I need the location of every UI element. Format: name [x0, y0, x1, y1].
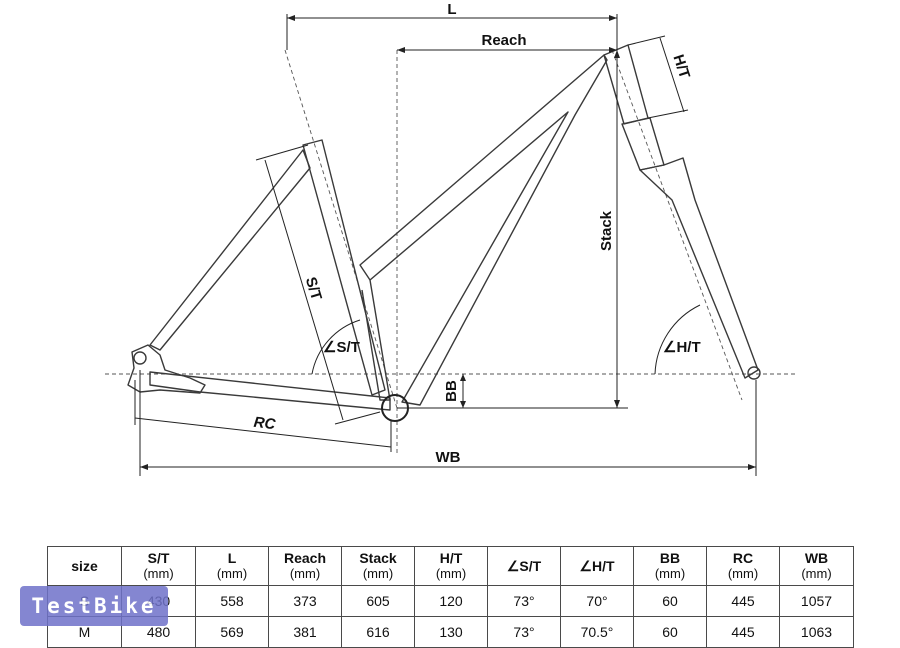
- cell-ht: 120: [414, 585, 488, 617]
- col-header-reach: Reach(mm): [268, 546, 342, 586]
- st-angle-label: ∠S/T: [323, 339, 360, 356]
- reach-arrow-left: [397, 47, 405, 53]
- cell-reach: 373: [268, 585, 342, 617]
- col-header-bb: BB(mm): [633, 546, 707, 586]
- stack-arrow-bottom: [614, 400, 620, 408]
- head-tube-extension: [611, 49, 743, 401]
- col-header-st-angle: ∠S/T: [487, 546, 561, 586]
- frame-geometry-diagram: L Reach Stack H/T S/T ∠S/T ∠H/T BB RC WB: [105, 1, 795, 476]
- rc-label: RC: [253, 414, 278, 433]
- bb-label: BB: [443, 380, 460, 402]
- st-angle-arc: [311, 319, 361, 375]
- geometry-table: size S/T(mm) L(mm) Reach(mm) Stack(mm) H…: [47, 546, 854, 648]
- st-label: S/T: [302, 275, 325, 302]
- wb-label: WB: [436, 449, 461, 466]
- reach-label: Reach: [481, 32, 526, 49]
- col-header-size: size: [47, 546, 122, 586]
- ht-angle-arc: [654, 304, 701, 375]
- rear-dropout: [127, 344, 206, 394]
- col-header-st: S/T(mm): [121, 546, 196, 586]
- reach-arrow-right: [609, 47, 617, 53]
- rear-axle: [133, 351, 147, 365]
- bb-arrow-bottom: [460, 401, 466, 408]
- cell-wb: 1057: [779, 585, 854, 617]
- front-axle: [747, 366, 761, 380]
- st-dimension-line: [264, 159, 344, 421]
- table-header-row: size S/T(mm) L(mm) Reach(mm) Stack(mm) H…: [47, 546, 854, 586]
- ht-tick-bottom: [647, 109, 689, 119]
- ht-label: H/T: [669, 52, 693, 80]
- cell-ht-angle: 70°: [560, 585, 634, 617]
- cell-st-angle: 73°: [487, 585, 561, 617]
- l-arrow-left: [287, 15, 295, 21]
- bb-arrow-top: [460, 374, 466, 381]
- seat-stay: [149, 149, 311, 351]
- testbike-watermark: TestBike: [20, 586, 168, 626]
- cell-l: 569: [195, 616, 269, 648]
- cell-rc: 445: [706, 616, 780, 648]
- l-arrow-right: [609, 15, 617, 21]
- col-header-ht-angle: ∠H/T: [560, 546, 634, 586]
- table-row: M 480 569 381 616 130 73° 70.5° 60 445 1…: [47, 616, 854, 648]
- ht-tick-top: [627, 35, 666, 46]
- chain-stay: [149, 371, 391, 411]
- col-header-rc: RC(mm): [706, 546, 780, 586]
- col-header-wb: WB(mm): [779, 546, 854, 586]
- l-label: L: [447, 1, 456, 18]
- stack-arrow-top: [614, 50, 620, 58]
- ht-angle-label: ∠H/T: [663, 339, 701, 356]
- cell-stack: 616: [341, 616, 415, 648]
- cell-stack: 605: [341, 585, 415, 617]
- cell-reach: 381: [268, 616, 342, 648]
- st-tick-bottom: [334, 411, 381, 425]
- col-header-ht: H/T(mm): [414, 546, 488, 586]
- table-row: S 430 558 373 605 120 73° 70° 60 445 105…: [47, 585, 854, 617]
- ht-dimension-line: [659, 37, 685, 113]
- cell-ht: 130: [414, 616, 488, 648]
- stack-label: Stack: [598, 210, 615, 251]
- st-tick-top: [255, 144, 309, 161]
- cell-wb: 1063: [779, 616, 854, 648]
- cell-bb: 60: [633, 616, 707, 648]
- rc-dimension-line: [134, 417, 392, 448]
- fork-crown: [621, 117, 665, 171]
- cell-l: 558: [195, 585, 269, 617]
- wb-arrow-left: [140, 464, 148, 470]
- col-header-stack: Stack(mm): [341, 546, 415, 586]
- cell-bb: 60: [633, 585, 707, 617]
- col-header-l: L(mm): [195, 546, 269, 586]
- seat-tube: [302, 139, 386, 396]
- down-tube: [359, 54, 608, 406]
- cell-ht-angle: 70.5°: [560, 616, 634, 648]
- cell-rc: 445: [706, 585, 780, 617]
- wb-arrow-right: [748, 464, 756, 470]
- fork-leg: [639, 157, 759, 379]
- cell-st-angle: 73°: [487, 616, 561, 648]
- head-tube: [603, 44, 649, 125]
